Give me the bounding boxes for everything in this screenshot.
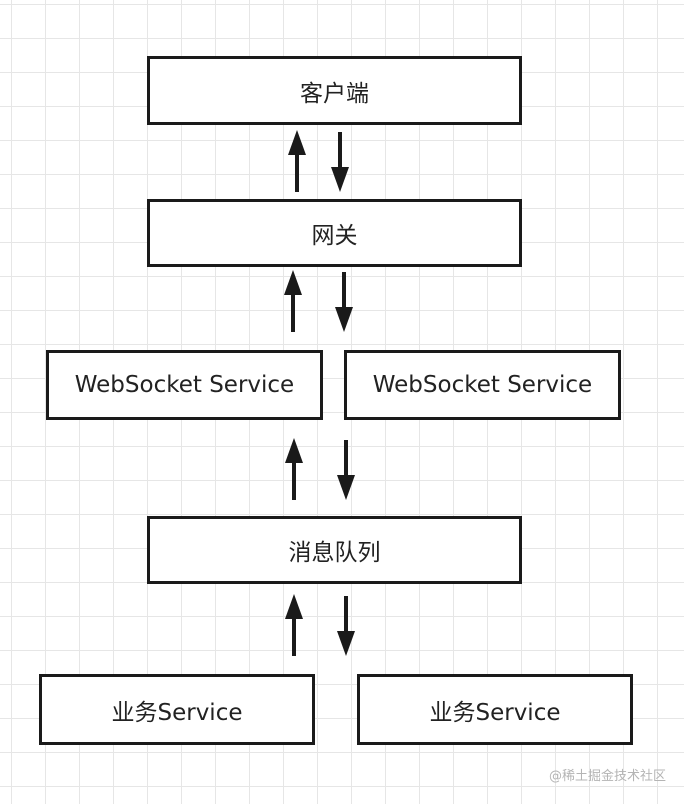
message-queue-box: 消息队列 [147, 516, 522, 584]
arrow-down-websocket-to-queue [337, 440, 355, 500]
websocket-service-left-box: WebSocket Service [46, 350, 323, 420]
gateway-label: 网关 [311, 223, 358, 249]
arrow-down-gateway-to-websocket [335, 272, 353, 332]
arrow-up-gateway-to-client [288, 130, 306, 192]
arrow-down-client-to-gateway [331, 132, 349, 192]
business-service-right-label: 业务Service [429, 699, 561, 726]
business-service-right-box: 业务Service [357, 674, 633, 745]
message-queue-label: 消息队列 [288, 540, 381, 566]
websocket-service-left-label: WebSocket Service [74, 372, 295, 398]
arrow-up-websocket-to-gateway [284, 270, 302, 332]
arrow-up-service-to-queue [285, 594, 303, 656]
client-label: 客户端 [300, 80, 369, 107]
gateway-box: 网关 [147, 199, 522, 267]
business-service-left-label: 业务Service [111, 699, 243, 726]
websocket-service-right-box: WebSocket Service [344, 350, 621, 420]
arrow-down-queue-to-service [337, 596, 355, 656]
business-service-left-box: 业务Service [39, 674, 315, 745]
client-box: 客户端 [147, 56, 522, 125]
arrow-up-queue-to-websocket [285, 438, 303, 500]
watermark: @稀土掘金技术社区 [548, 769, 666, 784]
websocket-service-right-label: WebSocket Service [372, 372, 593, 398]
